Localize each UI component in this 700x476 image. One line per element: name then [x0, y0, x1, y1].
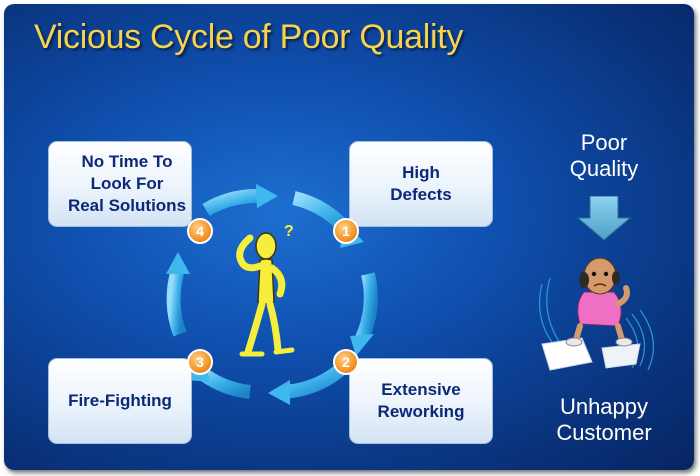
cycle-step-1-box: High Defects — [349, 141, 493, 227]
cycle-step-3-label: Fire-Fighting — [68, 391, 172, 410]
cycle-step-4-box: No Time To Look For Real Solutions — [48, 141, 192, 227]
cycle-step-3-box: Fire-Fighting — [48, 358, 192, 444]
cycle-arrow-bottom-right — [283, 364, 345, 399]
poor-quality-label: Poor Quality — [569, 130, 639, 181]
cycle-step-4-label: No Time To Look For Real Solutions — [67, 152, 187, 215]
cycle-arrow-right — [355, 272, 378, 341]
confused-stick-figure: ? — [236, 223, 295, 357]
unhappy-customer-cartoon — [538, 257, 654, 371]
cycle-step-2-label: Extensive Reworking — [377, 380, 465, 421]
step-badge-1: 1 — [333, 218, 359, 244]
slide-title: Vicious Cycle of Poor Quality — [34, 18, 464, 56]
down-arrow-icon — [576, 196, 632, 240]
cycle-arrow-top — [202, 188, 259, 217]
cycle-step-1-label: High Defects — [390, 163, 452, 204]
step-badge-3: 3 — [187, 349, 213, 375]
unhappy-customer-label: Unhappy Customer — [556, 394, 652, 445]
step-badge-2: 2 — [333, 349, 359, 375]
slide: Vicious Cycle of Poor Quality — [4, 4, 694, 470]
cycle-step-2-box: Extensive Reworking — [349, 358, 493, 444]
step-badge-4: 4 — [187, 218, 213, 244]
question-mark-icon: ? — [284, 223, 294, 240]
cycle-arrow-left — [166, 267, 187, 337]
